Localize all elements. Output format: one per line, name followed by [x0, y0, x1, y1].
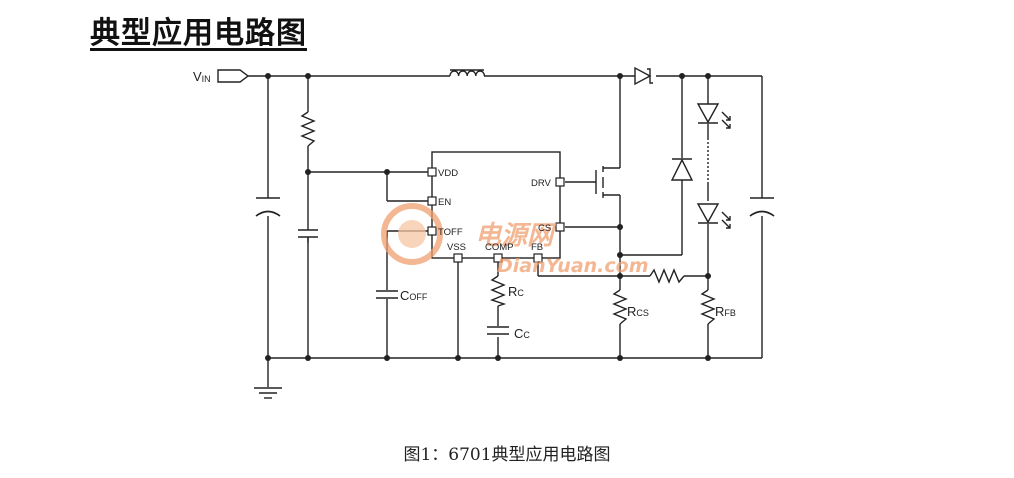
- page-title: 典型应用电路图: [90, 16, 307, 51]
- pin-label-toff: TOFF: [438, 227, 463, 238]
- pin-label-vdd: VDD: [438, 168, 458, 179]
- pin-label-comp: COMP: [485, 242, 514, 253]
- watermark-url: DianYuan.com: [497, 255, 649, 277]
- inductor-symbol: [449, 69, 486, 77]
- coff-label: COFF: [400, 288, 428, 303]
- rc-label: RC: [508, 284, 524, 299]
- ic-pin-squares: [427, 167, 565, 263]
- pin-label-vss: VSS: [447, 242, 466, 253]
- figure-caption: 图1：6701典型应用电路图: [403, 445, 611, 465]
- watermark-brand: 电源网: [475, 221, 557, 251]
- rc-resistor-symbol: [490, 275, 507, 307]
- rcs-label: RCS: [627, 304, 649, 319]
- coff-capacitor-symbol: [376, 290, 398, 299]
- cc-label: CC: [514, 326, 530, 341]
- watermark: 电源网 DianYuan.com: [381, 203, 649, 277]
- pin-label-fb: FB: [531, 242, 543, 253]
- pin-label-drv: DRV: [531, 178, 552, 189]
- junction-dots: [265, 73, 711, 361]
- vin-label: VIN: [193, 69, 211, 84]
- supply-resistor-symbol: [300, 111, 316, 147]
- freewheel-diode-symbol: [670, 158, 694, 181]
- vdd-capacitor-symbol: [298, 229, 318, 243]
- led-symbol: [696, 103, 731, 129]
- rfb-label: RFB: [715, 304, 736, 319]
- pin-label-en: EN: [438, 197, 451, 208]
- led-symbol: [696, 203, 731, 229]
- ground-symbol: [254, 387, 282, 399]
- rfb-resistor-symbol: [700, 289, 716, 325]
- watermark-logo: [381, 203, 443, 265]
- rcs-resistor-symbol: [612, 289, 628, 325]
- schottky-diode-symbol: [634, 66, 653, 86]
- pin-label-cs: CS: [538, 223, 551, 234]
- fb-series-resistor-symbol: [649, 268, 685, 284]
- vin-connector-symbol: [217, 69, 250, 83]
- output-capacitor-symbol: [749, 197, 775, 217]
- cc-capacitor-symbol: [487, 326, 509, 335]
- input-capacitor-symbol: [255, 197, 281, 217]
